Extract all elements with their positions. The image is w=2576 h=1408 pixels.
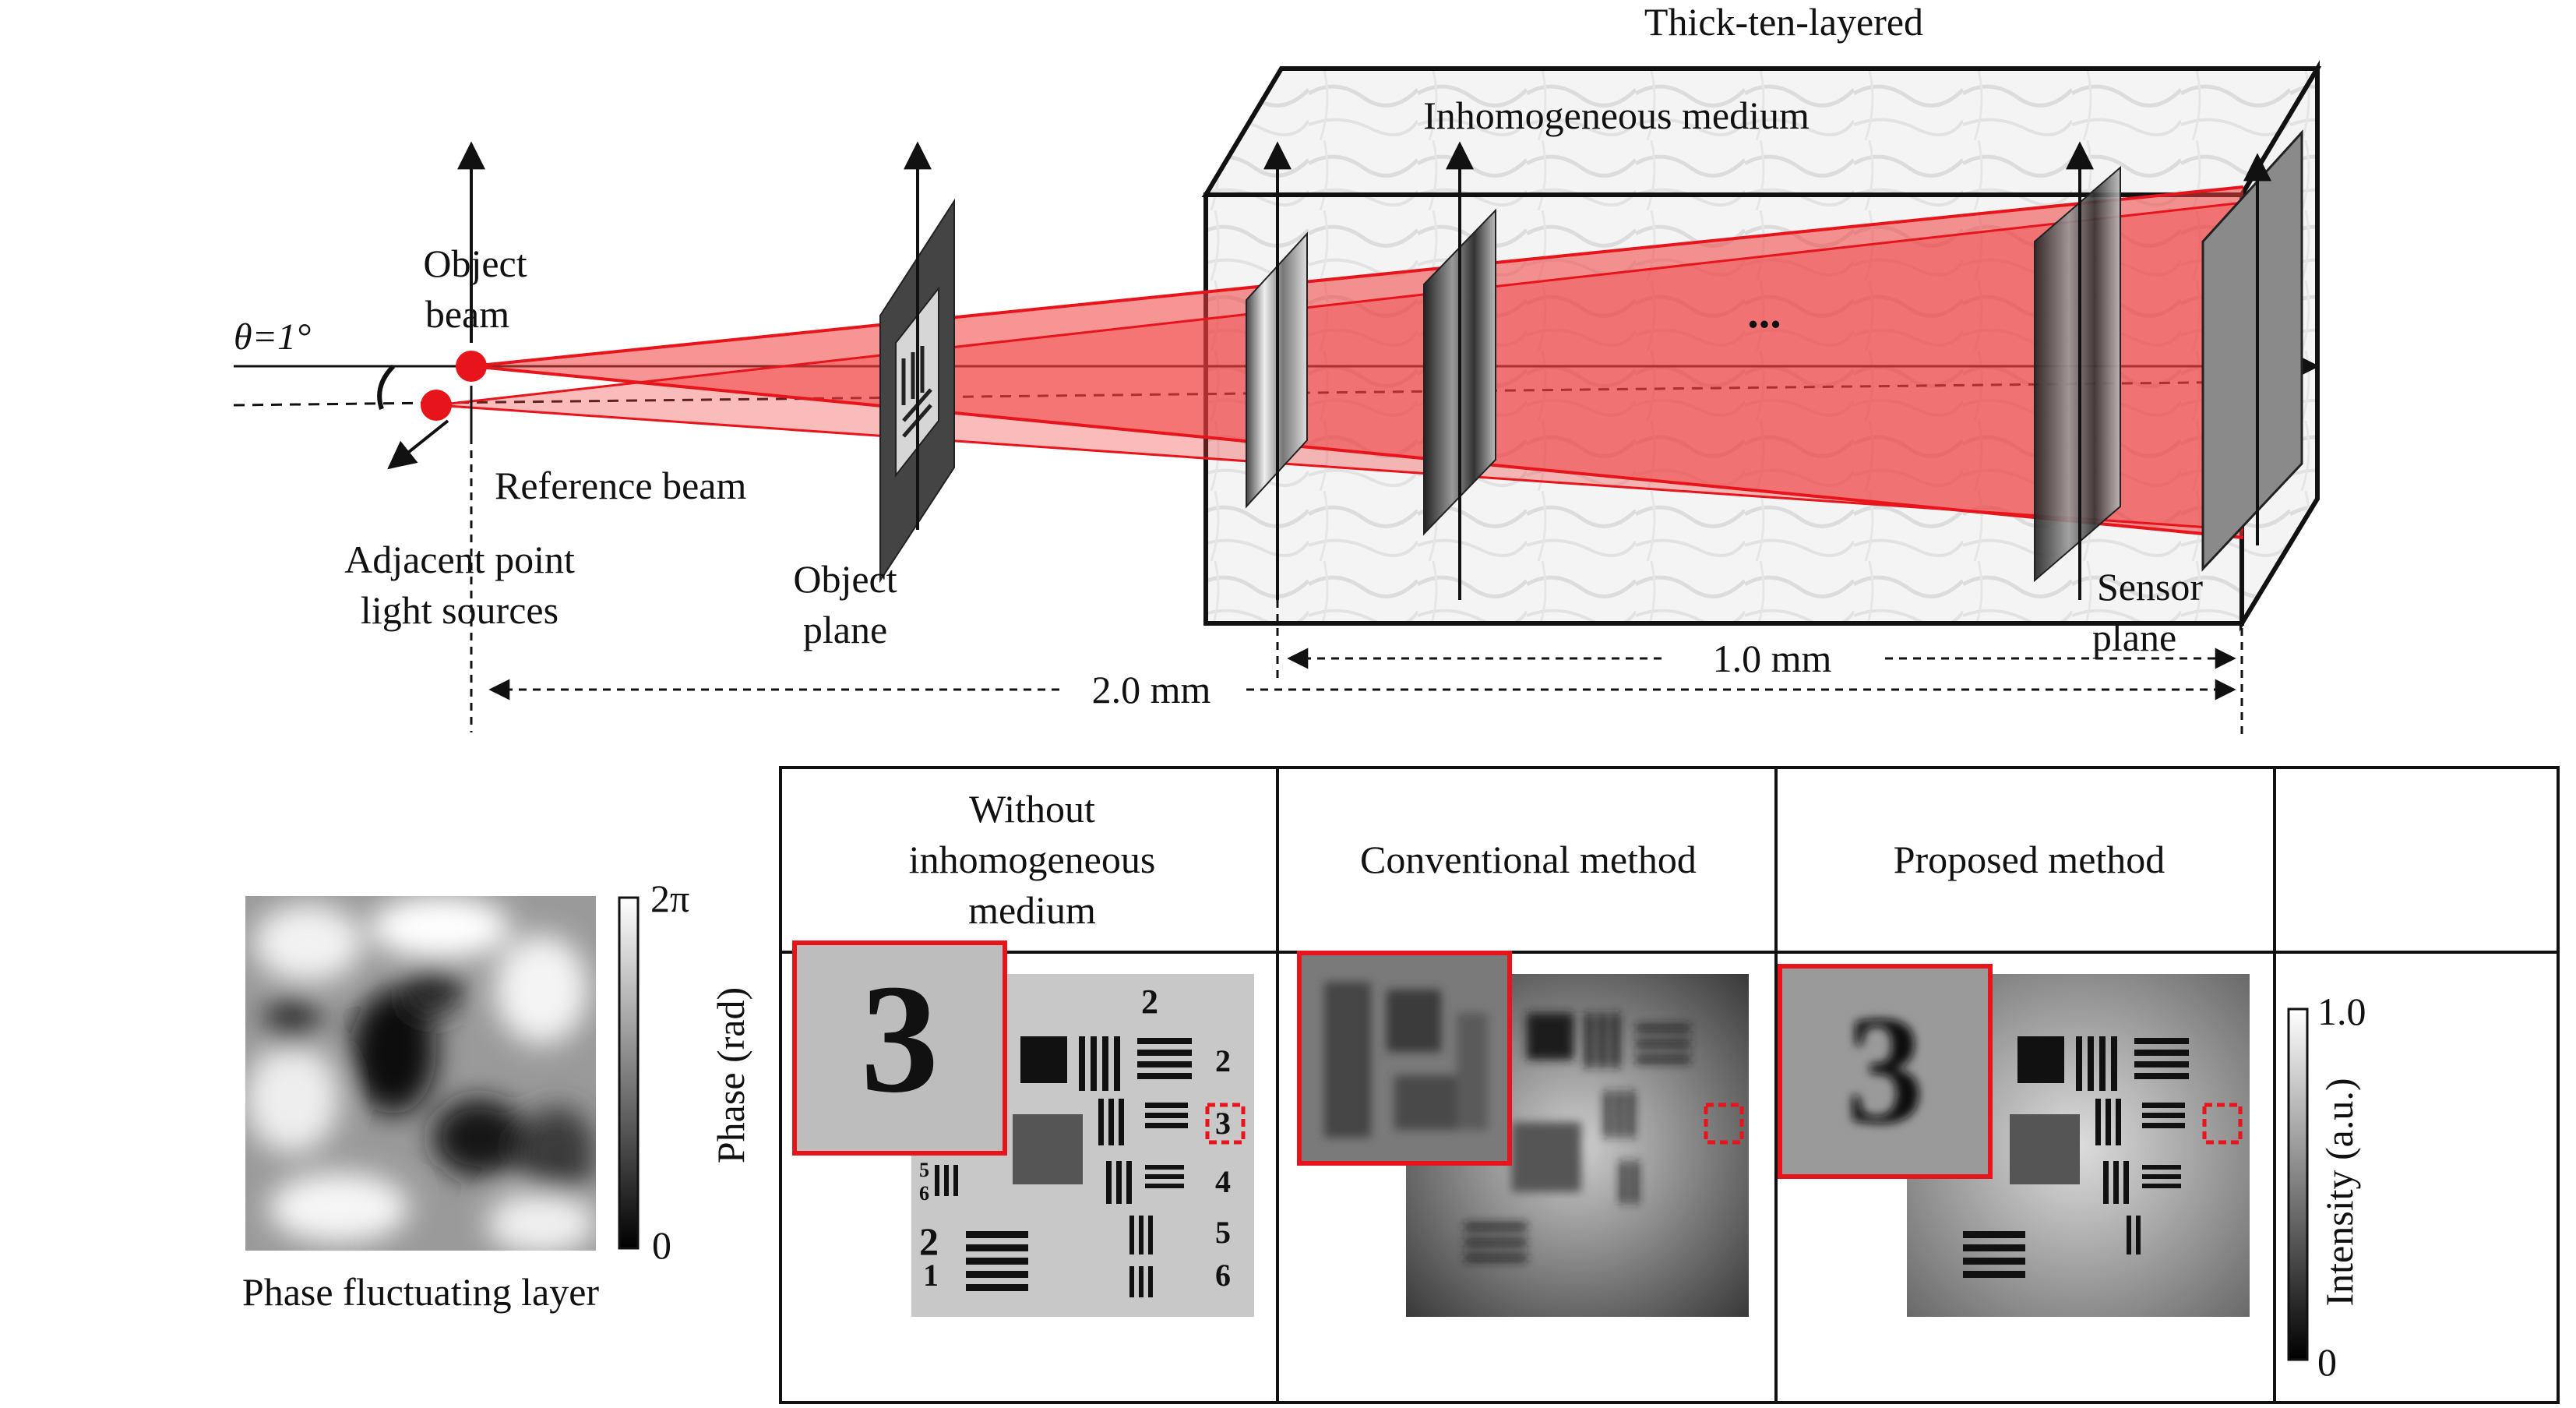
object-point-source [456,351,487,382]
zoom-region-box [2202,1103,2243,1145]
zoom-region-box [1205,1103,1246,1145]
object-beam-label-1: Object [423,242,527,285]
object-plane-label-1: Object [793,557,897,601]
object-plane-label-2: plane [803,608,887,651]
phase-axis-label: Phase (rad) [709,987,752,1163]
beam-edge [435,201,2244,407]
result-image-without: 2 2 3 4 5 6 5 6 2 1 3 [792,940,1254,1317]
target-digit: 2 [1215,1043,1231,1078]
zoom-inset [792,940,1007,1156]
target-digit: 6 [1215,1258,1231,1293]
col-header-without-3: medium [968,888,1096,932]
phase-cbar-min: 0 [652,1223,671,1267]
target-digit: 3 [1215,1106,1231,1141]
target-pattern [1963,1036,2189,1278]
col-header-without-2: inhomogeneous [909,838,1156,881]
phase-layer-panel: 2π 0 Phase fluctuating layer Phase (rad) [242,877,752,1314]
target-digit: 5 [1215,1215,1231,1250]
reference-beam-cone [436,203,2243,530]
target-pattern [935,1036,1192,1297]
target-digit: 5 [919,1159,929,1181]
sources-label-2: light sources [361,588,559,632]
sensor-plane-label-2: plane [2092,616,2176,659]
reference-point-source [421,390,452,421]
layers-ellipsis: ... [1747,287,1781,337]
target-digit: 1 [923,1258,939,1293]
target-digit: 2 [1141,983,1158,1021]
phase-colorbar [618,896,640,1250]
phase-layers [1246,141,2121,600]
reference-beam-arrow [387,419,449,470]
sources-label-1: Adjacent point [344,538,575,581]
angle-label: θ=1° [234,316,311,358]
sensor-plane-label-1: Sensor [2097,565,2203,609]
zoom-region-box [1704,1103,1744,1145]
target-digit: 6 [919,1182,929,1205]
intensity-cbar-min: 0 [2317,1340,2337,1384]
result-image-proposed: 3 [1778,964,2250,1317]
phase-map [245,896,596,1251]
zoom-inset-digit: 3 [861,953,939,1125]
phase-layer-caption: Phase fluctuating layer [242,1270,600,1314]
zoom-inset [1778,964,1993,1179]
distance-total-label: 2.0 mm [1092,668,1211,711]
object-beam-label-2: beam [425,292,509,336]
beam-edge [435,404,2244,531]
col-header-without-1: Without [969,787,1095,831]
beam-edge [470,185,2244,368]
intensity-axis-label: Intensity (a.u.) [2317,1078,2361,1307]
optical-setup: θ=1° Object beam Reference beam Adjacent… [233,0,2322,740]
zoom-inset-digit: 3 [1846,984,1924,1156]
result-image-conventional [1297,951,1749,1317]
sensor-plane [2201,129,2303,572]
table-border [779,766,2560,1404]
results-table: Without inhomogeneous medium Conventiona… [779,766,2560,1404]
distance-medium-label: 1.0 mm [1713,637,1832,680]
col-header-conventional: Conventional method [1360,838,1697,881]
target-digit: 2 [919,1219,939,1263]
col-header-proposed: Proposed method [1894,838,2165,881]
zoom-inset-blur [1324,982,1488,1138]
distance-markers [470,436,2243,740]
target-pattern-blurred [1464,1013,1690,1262]
medium-subtitle: Inhomogeneous medium [1423,94,1810,137]
medium-title: Thick-ten-layered [1644,0,1923,44]
object-beam-cone [471,187,2243,538]
object-plane [879,141,955,584]
intensity-colorbar [2287,1007,2309,1361]
reference-beam-label: Reference beam [495,464,746,507]
angle-arc [377,364,396,410]
light-beams [435,185,2244,539]
target-digit: 4 [1215,1164,1231,1199]
phase-cbar-max: 2π [650,877,689,920]
phase-layer-10 [2034,165,2121,583]
intensity-cbar-max: 1.0 [2317,990,2366,1033]
